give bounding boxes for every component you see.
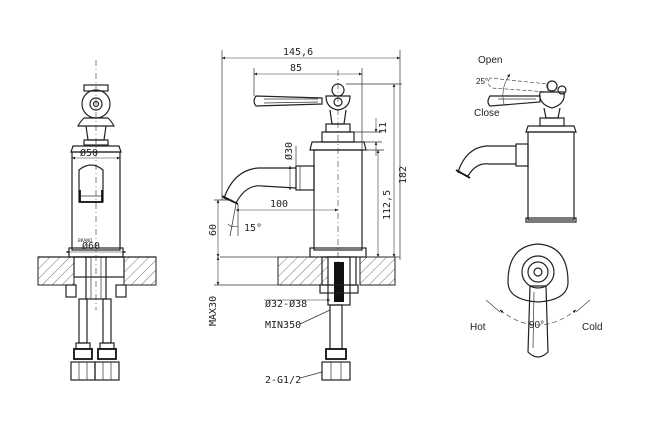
- front-countertop-left: [37, 256, 75, 286]
- top-cold-label: Cold: [582, 322, 603, 333]
- dim-max-deck: MAX30: [208, 296, 219, 326]
- front-mounting: [65, 256, 127, 300]
- front-hoses: [70, 298, 120, 381]
- dim-handle-reach: 85: [290, 63, 302, 74]
- front-countertop-right: [123, 256, 157, 286]
- dim-spout-diameter: Ø30: [283, 142, 295, 160]
- dim-mount-hole: Ø32-Ø38: [265, 298, 307, 310]
- dim-body-diameter: Ø50: [80, 147, 98, 159]
- dim-min-hose: MIN350: [265, 320, 301, 331]
- side-countertop-right: [359, 256, 396, 286]
- dim-overall-width: 145,6: [283, 47, 313, 58]
- front-brand-mark: BRAND: [78, 238, 92, 243]
- dim-spout-angle: 15°: [244, 223, 262, 234]
- dim-spout-height: 112,5: [382, 190, 393, 220]
- top-angle-label: 90°: [529, 320, 544, 331]
- handle-open-label: Open: [478, 55, 502, 66]
- side-countertop-left: [277, 256, 329, 286]
- side-view: 145,6 85 182 11 112,5 Ø30: [208, 47, 409, 386]
- side-spout: [221, 165, 315, 205]
- dim-base-diameter: Ø60: [82, 240, 100, 252]
- dim-connection: 2-G1/2: [265, 375, 301, 386]
- side-hose: 2-G1/2: [265, 304, 351, 386]
- handle-angle-label: 25°: [476, 77, 488, 86]
- side-mounting: Ø32-Ø38 MIN350: [264, 256, 359, 331]
- side-lever-handle: [253, 83, 355, 143]
- dim-overall-height: 182: [398, 166, 409, 184]
- side-dimensions: 145,6 85 182 11 112,5 Ø30: [208, 47, 409, 326]
- handle-close-label: Close: [474, 108, 500, 119]
- top-view: Hot Cold 90°: [470, 243, 603, 358]
- handle-rotation-view: Open 25° Close: [455, 55, 577, 223]
- dim-clearance: 60: [208, 224, 219, 236]
- front-dimensions: Ø50 Ø60: [65, 147, 127, 254]
- dim-handle-height: 11: [378, 122, 389, 134]
- top-hot-label: Hot: [470, 322, 486, 333]
- front-view: BRAND Ø50 Ø60: [37, 60, 157, 381]
- dim-spout-reach: 100: [270, 199, 288, 210]
